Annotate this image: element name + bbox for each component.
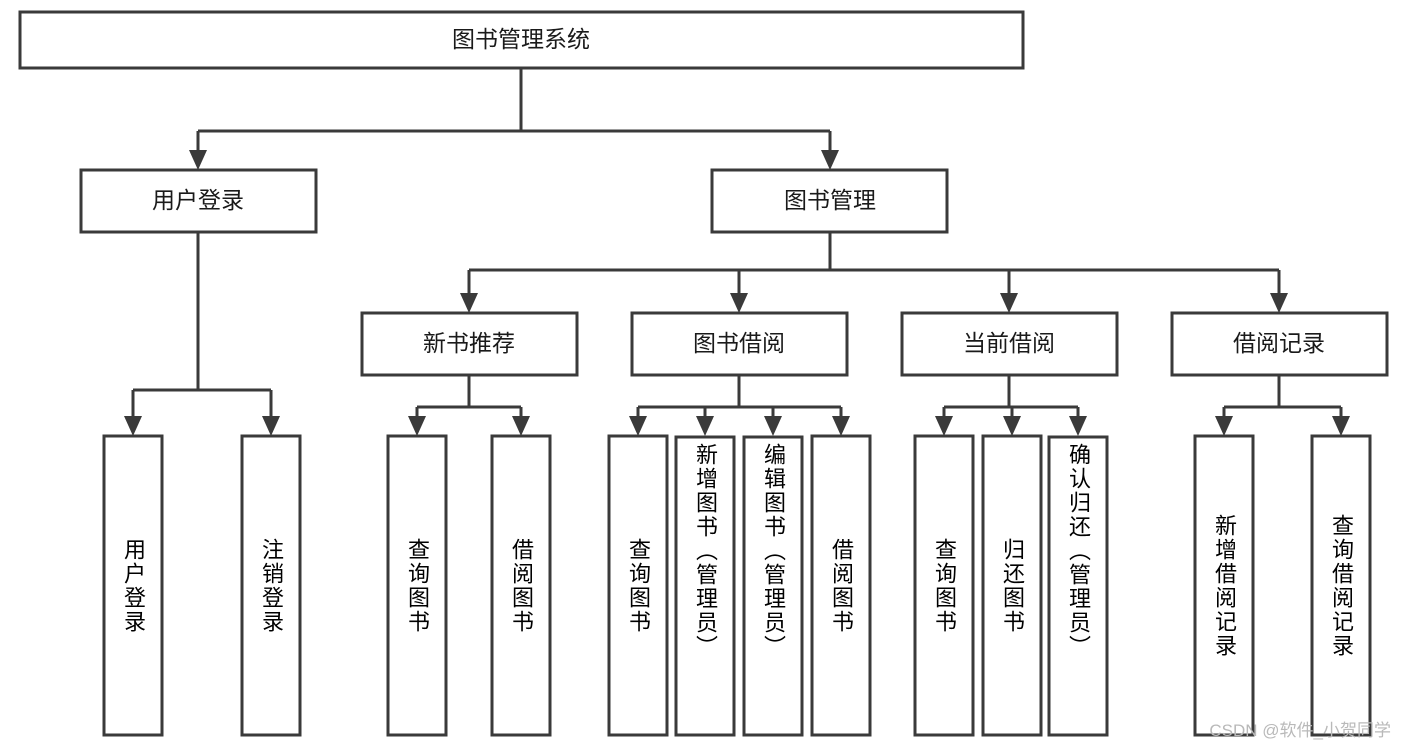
node-newbook-box[interactable]	[360, 311, 579, 377]
node-leaf-2-box[interactable]	[240, 434, 302, 737]
arrow-head-current	[1000, 293, 1018, 313]
node-leaf-4-box[interactable]	[490, 434, 552, 737]
node-leaf-1[interactable]: 用户登录	[102, 434, 164, 737]
node-leaf-10-label: 归还图书	[1000, 537, 1025, 634]
connector-layer	[124, 68, 1350, 436]
arrow-head-leaf2	[262, 416, 280, 436]
node-current-label: 当前借阅	[963, 330, 1055, 356]
node-leaf-8-box[interactable]	[810, 434, 872, 737]
node-leaf-3-label-area: 查询图书	[405, 537, 430, 634]
node-root[interactable]: 图书管理系统	[18, 10, 1025, 70]
node-leaf-4-label: 借阅图书	[509, 537, 534, 634]
arrow-head-leaf6	[696, 416, 714, 436]
arrow-head-borrow	[730, 293, 748, 313]
node-leaf-6-label: 新增图书（管理员）	[693, 443, 718, 659]
node-login-label: 用户登录	[152, 187, 244, 213]
node-leaf-5[interactable]: 查询图书	[607, 434, 669, 737]
node-root-box[interactable]	[18, 10, 1025, 70]
node-leaf-13-label: 查询借阅记录	[1329, 513, 1354, 658]
node-leaf-10-box[interactable]	[981, 434, 1043, 737]
node-leaf-6-label-area: 新增图书（管理员）	[693, 443, 718, 659]
arrow-head-leaf9	[935, 416, 953, 436]
node-leaf-9[interactable]: 查询图书	[913, 434, 975, 737]
node-leaf-5-label: 查询图书	[626, 537, 651, 634]
node-bookmgmt-box[interactable]	[710, 168, 949, 234]
arrow-head-leaf10	[1003, 416, 1021, 436]
node-root-label: 图书管理系统	[452, 26, 590, 52]
node-leaf-11[interactable]: 确认归还（管理员）	[1047, 435, 1109, 737]
arrow-head-leaf4	[512, 416, 530, 436]
node-leaf-13-box[interactable]	[1310, 434, 1372, 737]
node-newbook[interactable]: 新书推荐	[360, 311, 579, 377]
node-leaf-1-box[interactable]	[102, 434, 164, 737]
node-current-box[interactable]	[900, 311, 1119, 377]
arrow-head-leaf1	[124, 416, 142, 436]
node-leaf-9-box[interactable]	[913, 434, 975, 737]
node-leaf-2[interactable]: 注销登录	[240, 434, 302, 737]
node-leaf-6[interactable]: 新增图书（管理员）	[674, 435, 736, 737]
node-bookmgmt[interactable]: 图书管理	[710, 168, 949, 234]
node-leaf-7[interactable]: 编辑图书（管理员）	[742, 435, 804, 737]
node-bookmgmt-label: 图书管理	[784, 187, 876, 213]
node-record[interactable]: 借阅记录	[1170, 311, 1389, 377]
node-leaf-9-label-area: 查询图书	[932, 537, 957, 634]
node-leaf-8[interactable]: 借阅图书	[810, 434, 872, 737]
node-leaf-12-box[interactable]	[1193, 434, 1255, 737]
node-leaf-10-label-area: 归还图书	[1000, 537, 1025, 634]
node-leaf-1-label: 用户登录	[121, 537, 146, 634]
node-record-box[interactable]	[1170, 311, 1389, 377]
node-leaf-7-box[interactable]	[742, 435, 804, 737]
node-leaf-3[interactable]: 查询图书	[386, 434, 448, 737]
csdn-watermark: CSDN @软件_小贺同学	[1209, 721, 1391, 740]
node-leaf-11-label: 确认归还（管理员）	[1066, 443, 1091, 659]
node-current[interactable]: 当前借阅	[900, 311, 1119, 377]
node-leaf-12[interactable]: 新增借阅记录	[1193, 434, 1255, 737]
node-leaf-3-label: 查询图书	[405, 537, 430, 634]
node-leaf-12-label: 新增借阅记录	[1212, 513, 1237, 658]
node-leaf-13-label-area: 查询借阅记录	[1329, 513, 1354, 658]
node-leaf-13[interactable]: 查询借阅记录	[1310, 434, 1372, 737]
arrow-head-leaf7	[764, 416, 782, 436]
node-login[interactable]: 用户登录	[79, 168, 318, 234]
node-leaf-5-label-area: 查询图书	[626, 537, 651, 634]
node-leaf-11-box[interactable]	[1047, 435, 1109, 737]
node-leaf-2-label-area: 注销登录	[259, 537, 284, 634]
node-leaf-1-label-area: 用户登录	[121, 537, 146, 634]
node-leaf-2-label: 注销登录	[259, 537, 284, 634]
node-leaf-8-label-area: 借阅图书	[829, 537, 854, 634]
node-record-label: 借阅记录	[1233, 330, 1325, 356]
node-leaf-9-label: 查询图书	[932, 537, 957, 634]
arrow-head-leaf5	[629, 416, 647, 436]
arrow-head-leaf3	[408, 416, 426, 436]
node-leaf-5-box[interactable]	[607, 434, 669, 737]
arrow-head-leaf8	[832, 416, 850, 436]
arrow-head-leaf12	[1215, 416, 1233, 436]
node-login-box[interactable]	[79, 168, 318, 234]
node-leaf-8-label: 借阅图书	[829, 537, 854, 634]
node-borrow-label: 图书借阅	[693, 330, 785, 356]
arrow-head-leaf13	[1332, 416, 1350, 436]
node-borrow-box[interactable]	[630, 311, 849, 377]
node-leaf-12-label-area: 新增借阅记录	[1212, 513, 1237, 658]
arrow-head-login	[189, 150, 207, 170]
node-leaf-4-label-area: 借阅图书	[509, 537, 534, 634]
node-leaf-4[interactable]: 借阅图书	[490, 434, 552, 737]
arrow-head-newbook	[460, 293, 478, 313]
node-newbook-label: 新书推荐	[423, 330, 515, 356]
arrow-head-leaf11	[1069, 416, 1087, 436]
node-leaf-10[interactable]: 归还图书	[981, 434, 1043, 737]
node-borrow[interactable]: 图书借阅	[630, 311, 849, 377]
arrow-head-record	[1270, 293, 1288, 313]
arrow-head-bookmgmt	[821, 150, 839, 170]
node-leaf-7-label: 编辑图书（管理员）	[761, 443, 786, 659]
node-leaf-7-label-area: 编辑图书（管理员）	[761, 443, 786, 659]
node-leaf-3-box[interactable]	[386, 434, 448, 737]
node-leaf-11-label-area: 确认归还（管理员）	[1066, 443, 1091, 659]
node-leaf-6-box[interactable]	[674, 435, 736, 737]
